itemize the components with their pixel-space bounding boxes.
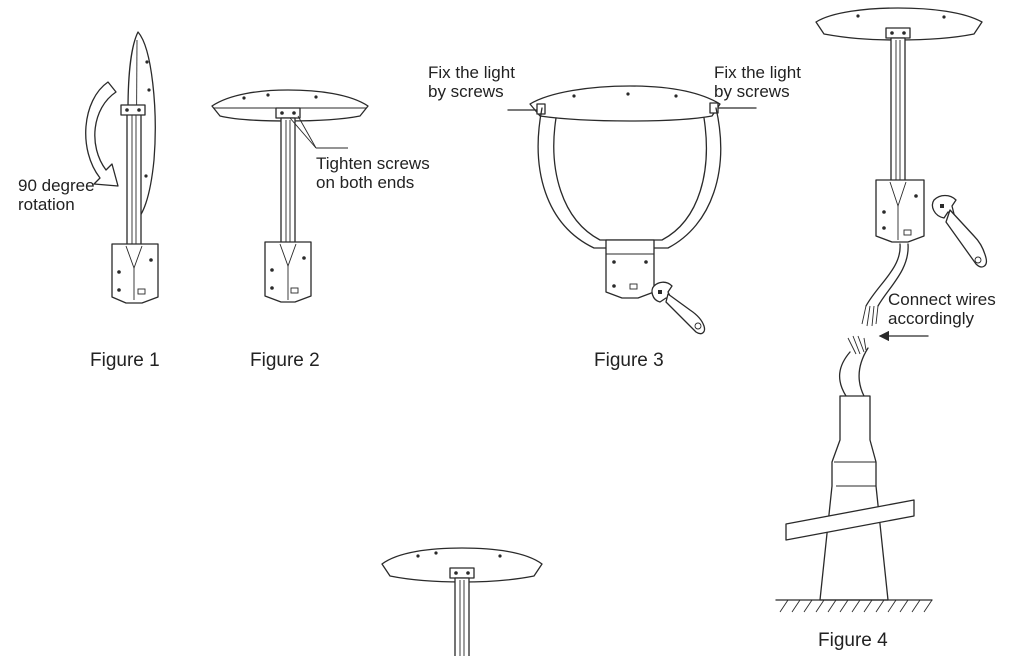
figure1-pole (126, 109, 142, 251)
connect-label-line1: Connect wires (888, 290, 996, 309)
rotation-label-line1: 90 degree (18, 176, 95, 195)
figure5-pole (454, 577, 470, 656)
figure3-caption: Figure 3 (594, 350, 664, 371)
rotation-label-line2: rotation (18, 195, 75, 214)
figure4-lower-cable (839, 347, 869, 397)
figure2-drawing (211, 89, 369, 303)
fix-right-label-line2: by screws (714, 82, 790, 101)
tighten-label-line2: on both ends (316, 173, 415, 192)
figure4-bracket (875, 179, 925, 243)
fix-left-label-line2: by screws (428, 82, 504, 101)
figure4-caption: Figure 4 (818, 630, 888, 651)
figure3-lamp-head (529, 85, 721, 122)
figure3-wrench-icon (651, 281, 706, 335)
figure3-bracket (605, 239, 655, 299)
figure4-wrench-icon (931, 194, 988, 268)
connect-label-line2: accordingly (888, 309, 974, 328)
figure4-post (819, 395, 889, 601)
figure2-lamp-head (211, 89, 369, 122)
figure1-drawing (85, 31, 159, 304)
figure1-bracket (111, 243, 159, 304)
fix-right-label-line1: Fix the light (714, 63, 801, 82)
figure4-upper-cable (865, 243, 909, 307)
figure4-drawing (775, 7, 988, 613)
tighten-label-line1: Tighten screws (316, 154, 430, 173)
figure2-pole (280, 117, 296, 249)
figure5-partial-drawing (381, 547, 543, 656)
figure3-u-frame (537, 107, 722, 249)
fix-left-label-line1: Fix the light (428, 63, 515, 82)
figure4-pole (890, 37, 906, 187)
figure1-caption: Figure 1 (90, 350, 160, 371)
figure5-lamp-head (381, 547, 543, 583)
figure3-drawing (507, 85, 757, 335)
figure4-beam (785, 499, 915, 541)
rotation-arrow (85, 81, 119, 187)
figure2-caption: Figure 2 (250, 350, 320, 371)
